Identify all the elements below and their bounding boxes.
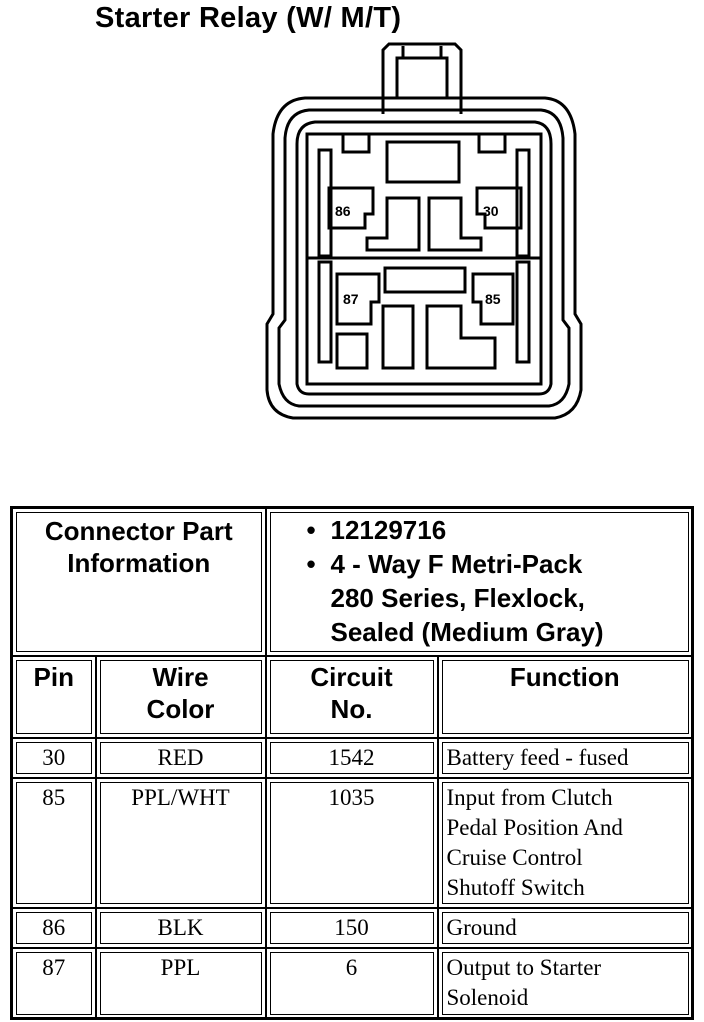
function-line: Ground xyxy=(446,915,517,940)
connector-part-number: 12129716 xyxy=(307,513,692,547)
connector-latch xyxy=(381,42,463,114)
diagram-title: Starter Relay (W/ M/T) xyxy=(95,2,402,34)
circuit-cell: 150 xyxy=(264,907,439,949)
header-circuit-no: Circuit No. xyxy=(264,655,439,739)
function-line: Pedal Position And xyxy=(446,815,623,840)
connector-info-values: 12129716 4 - Way F Metri-Pack 280 Series… xyxy=(264,506,694,657)
circuit-cell: 1542 xyxy=(264,737,439,779)
pin-label-top-left: 86 xyxy=(335,203,351,219)
wire-color-cell: PPL xyxy=(94,947,267,1020)
function-line: Solenoid xyxy=(446,985,529,1010)
function-line: Output to Starter xyxy=(446,955,602,980)
function-cell: Input from Clutch Pedal Position And Cru… xyxy=(436,777,694,909)
table-header-row: Pin Wire Color Circuit No. Function xyxy=(10,655,694,739)
connector-pinout-table: Connector Part Information 12129716 4 - … xyxy=(10,506,695,1020)
header-wire-color-line: Wire xyxy=(152,662,209,692)
connector-shell-ring-2 xyxy=(295,120,553,396)
relay-connector-face: 86 30 87 85 xyxy=(265,42,583,420)
function-cell: Battery feed - fused xyxy=(436,737,694,779)
function-cell: Ground xyxy=(436,907,694,949)
pin-cavity-87 xyxy=(335,272,381,326)
wire-color-cell: RED xyxy=(94,737,267,779)
header-circuit-line: No. xyxy=(330,694,373,724)
function-line: Cruise Control xyxy=(446,845,583,870)
pin-label-top-right: 30 xyxy=(483,203,499,219)
function-cell: Output to Starter Solenoid xyxy=(436,947,694,1020)
function-line: Input from Clutch xyxy=(446,785,613,810)
header-function: Function xyxy=(436,655,694,739)
table-row: 30 RED 1542 Battery feed - fused xyxy=(10,737,694,779)
pin-cell: 85 xyxy=(10,777,97,909)
function-line: Battery feed - fused xyxy=(446,745,629,770)
header-wire-color-line: Color xyxy=(146,694,215,724)
pin-cavity-86 xyxy=(327,186,375,230)
header-function-label: Function xyxy=(509,662,620,692)
circuit-cell: 1035 xyxy=(264,777,439,909)
header-wire-color: Wire Color xyxy=(94,655,267,739)
table-row: 85 PPL/WHT 1035 Input from Clutch Pedal … xyxy=(10,777,694,909)
wire-color-cell: BLK xyxy=(94,907,267,949)
circuit-cell: 6 xyxy=(264,947,439,1020)
pin-cell: 87 xyxy=(10,947,97,1020)
pin-cell: 86 xyxy=(10,907,97,949)
connector-type: 4 - Way F Metri-Pack 280 Series, Flexloc… xyxy=(307,547,692,649)
header-pin-label: Pin xyxy=(33,662,74,692)
header-circuit-line: Circuit xyxy=(310,662,393,692)
connector-info-row: Connector Part Information 12129716 4 - … xyxy=(10,506,694,657)
connector-type-line: 4 - Way F Metri-Pack xyxy=(330,549,583,579)
connector-info-label: Connector Part Information xyxy=(10,506,267,657)
pin-label-bottom-left: 87 xyxy=(343,291,359,307)
wire-color-cell: PPL/WHT xyxy=(94,777,267,909)
header-pin: Pin xyxy=(10,655,97,739)
pin-cavity-85 xyxy=(471,272,515,326)
connector-info-label-line: Information xyxy=(67,548,211,578)
connector-type-line: 280 Series, Flexlock, xyxy=(330,583,585,613)
connector-shell-ring-1 xyxy=(277,108,571,408)
pin-cell: 30 xyxy=(10,737,97,779)
connector-outer-shell xyxy=(265,96,583,420)
connector-info-label-line: Connector Part xyxy=(44,516,233,546)
function-line: Shutoff Switch xyxy=(446,875,585,900)
table-row: 87 PPL 6 Output to Starter Solenoid xyxy=(10,947,694,1020)
pin-label-bottom-right: 85 xyxy=(485,291,501,307)
connector-latch-inner xyxy=(395,56,449,100)
connector-type-line: Sealed (Medium Gray) xyxy=(330,617,604,647)
table-row: 86 BLK 150 Ground xyxy=(10,907,694,949)
pin-cavity-30 xyxy=(475,186,523,230)
